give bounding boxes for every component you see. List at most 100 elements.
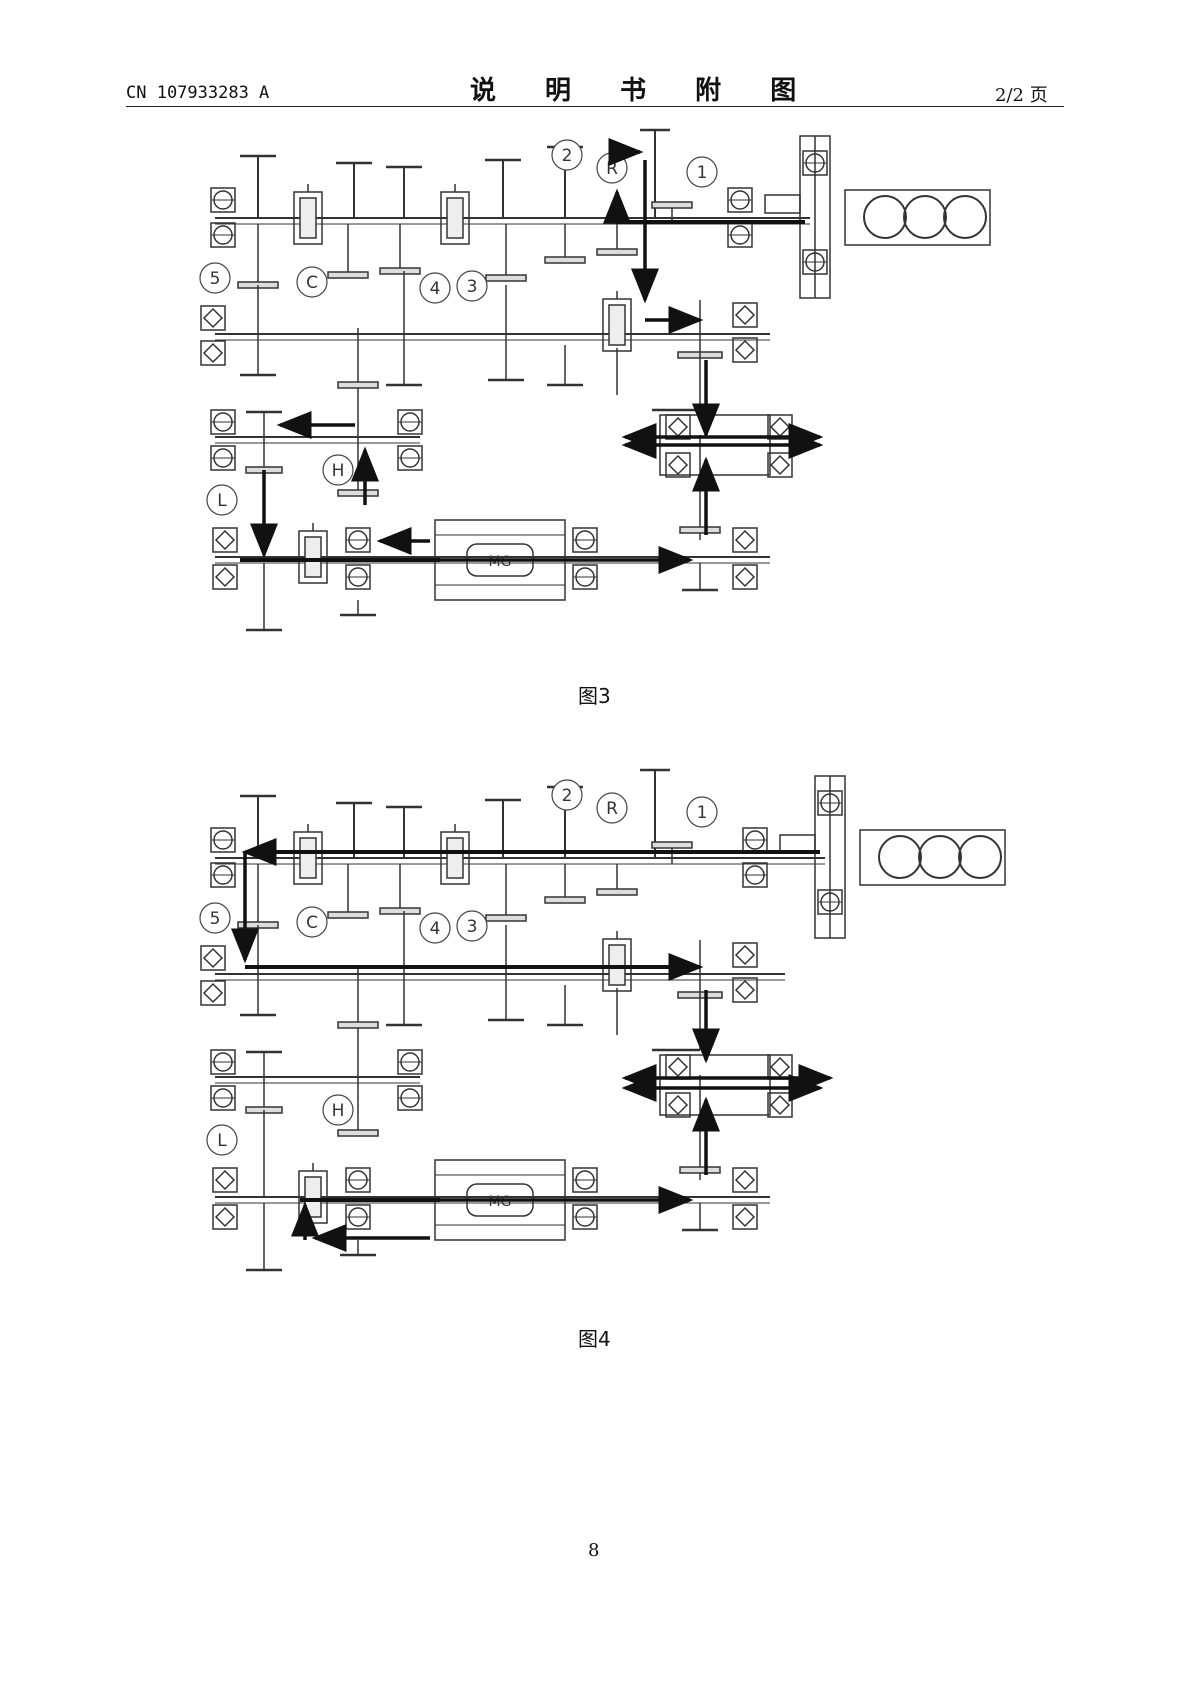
engine-cylinder-icon	[918, 835, 962, 879]
gear-label-c-circle	[296, 906, 328, 938]
motor-output-gear-icon	[679, 1166, 721, 1174]
figure-3-caption: 图3	[578, 684, 611, 708]
gear-pair-icon	[544, 256, 586, 264]
bearing-diamond-inner-icon	[734, 944, 756, 966]
engine-cylinder-icon	[943, 195, 987, 239]
header-rule	[126, 106, 1064, 107]
gear-label-h: H	[332, 461, 345, 481]
gear-label-3-circle	[456, 910, 488, 942]
synchronizer-hub-icon	[304, 536, 322, 578]
gear-label-4-circle	[419, 912, 451, 944]
differential-bearing-icon	[767, 1092, 793, 1118]
motor-shaft-bearing-icon	[732, 564, 758, 590]
motor-shaft-bearing-icon	[732, 527, 758, 553]
bearing-diamond-inner-icon	[769, 1094, 791, 1116]
counter-shaft-bearing-icon	[732, 942, 758, 968]
bearing-diamond-inner-icon	[667, 454, 689, 476]
counter-shaft-bearing-icon	[200, 305, 226, 331]
differential-bearing-icon	[665, 1092, 691, 1118]
synchronizer-hub-icon	[299, 197, 317, 239]
counter-shaft-bearing-icon	[200, 340, 226, 366]
gear-label-c: C	[306, 913, 318, 933]
bearing-diamond-inner-icon	[769, 454, 791, 476]
bearing-diamond-inner-icon	[734, 304, 756, 326]
synchronizer-hub-icon	[299, 837, 317, 879]
gear-pair-icon	[651, 201, 693, 209]
counter-shaft-bearing-icon	[732, 302, 758, 328]
gear-label-1-circle	[686, 796, 718, 828]
counter-shaft-bearing-icon	[732, 977, 758, 1003]
gear-label-4: 4	[430, 919, 441, 939]
bearing-diamond-inner-icon	[202, 982, 224, 1004]
gear-label-l-circle	[206, 484, 238, 516]
motor-label: MG	[489, 554, 512, 570]
motor-shaft-bearing-icon	[212, 1204, 238, 1230]
gear-label-2-circle	[551, 139, 583, 171]
motor-shaft-bearing-icon	[212, 564, 238, 590]
gear-pair-icon	[596, 248, 638, 256]
gear-label-3: 3	[467, 277, 478, 297]
gear-pair-icon	[379, 907, 421, 915]
synchronizer-hub-icon	[304, 1176, 322, 1218]
bearing-diamond-inner-icon	[734, 566, 756, 588]
motor-shaft-bearing-icon	[732, 1204, 758, 1230]
gear-pair-icon	[596, 888, 638, 896]
engine-cylinder-icon	[878, 835, 922, 879]
bearing-diamond-inner-icon	[214, 1206, 236, 1228]
synchronizer-hub-icon	[446, 837, 464, 879]
differential-bearing-icon	[767, 452, 793, 478]
gear-pair-icon	[485, 914, 527, 922]
differential-bearing-icon	[665, 452, 691, 478]
gear-label-l: L	[217, 491, 227, 511]
gear-pair-icon	[485, 274, 527, 282]
engine-cylinder-icon	[863, 195, 907, 239]
gear-label-3: 3	[467, 917, 478, 937]
bearing-diamond-inner-icon	[202, 342, 224, 364]
differential-housing	[659, 1054, 771, 1116]
gear-label-4-circle	[419, 272, 451, 304]
gear-label-r: R	[606, 159, 618, 179]
bearing-diamond-inner-icon	[667, 416, 689, 438]
bearing-diamond-inner-icon	[214, 1169, 236, 1191]
motor-shaft-bearing-icon	[212, 1167, 238, 1193]
bearing-diamond-inner-icon	[734, 1206, 756, 1228]
bearing-diamond-inner-icon	[769, 416, 791, 438]
gear-pair-icon	[651, 841, 693, 849]
gear-label-1: 1	[697, 163, 708, 183]
gear-label-h: H	[332, 1101, 345, 1121]
differential-bearing-icon	[665, 414, 691, 440]
gear-label-3-circle	[456, 270, 488, 302]
bearing-diamond-inner-icon	[734, 1169, 756, 1191]
gear-label-r-circle	[596, 792, 628, 824]
engine-cylinder-icon	[903, 195, 947, 239]
bearing-diamond-inner-icon	[667, 1094, 689, 1116]
gear-label-r: R	[606, 799, 618, 819]
input-coupling	[764, 194, 801, 214]
counter-shaft-bearing-icon	[200, 980, 226, 1006]
engine-cylinder-icon	[958, 835, 1002, 879]
synchronizer-hub-icon	[446, 197, 464, 239]
motor-shaft-bearing-icon	[732, 1167, 758, 1193]
gear-label-5-circle	[199, 262, 231, 294]
bearing-diamond-inner-icon	[202, 307, 224, 329]
gear-label-c: C	[306, 273, 318, 293]
motor-label: MG	[489, 1194, 512, 1210]
page-indicator: 2/2 页	[995, 85, 1048, 106]
bearing-diamond-inner-icon	[214, 529, 236, 551]
patent-number: CN 107933283 A	[126, 83, 270, 103]
gear-label-2: 2	[562, 146, 573, 166]
gear-pair-icon	[327, 911, 369, 919]
gear-label-h-circle	[322, 1094, 354, 1126]
counter-shaft-bearing-icon	[200, 945, 226, 971]
synchronizer-hub-icon	[608, 304, 626, 346]
gear-label-5: 5	[210, 269, 221, 289]
engine-block	[859, 829, 1006, 886]
gear-label-1: 1	[697, 803, 708, 823]
bearing-diamond-inner-icon	[734, 529, 756, 551]
gear-label-c-circle	[296, 266, 328, 298]
section-title: 说 明 书 附 图	[470, 76, 817, 106]
page-number: 8	[588, 1540, 600, 1561]
range-high-gear-icon	[337, 1129, 379, 1137]
